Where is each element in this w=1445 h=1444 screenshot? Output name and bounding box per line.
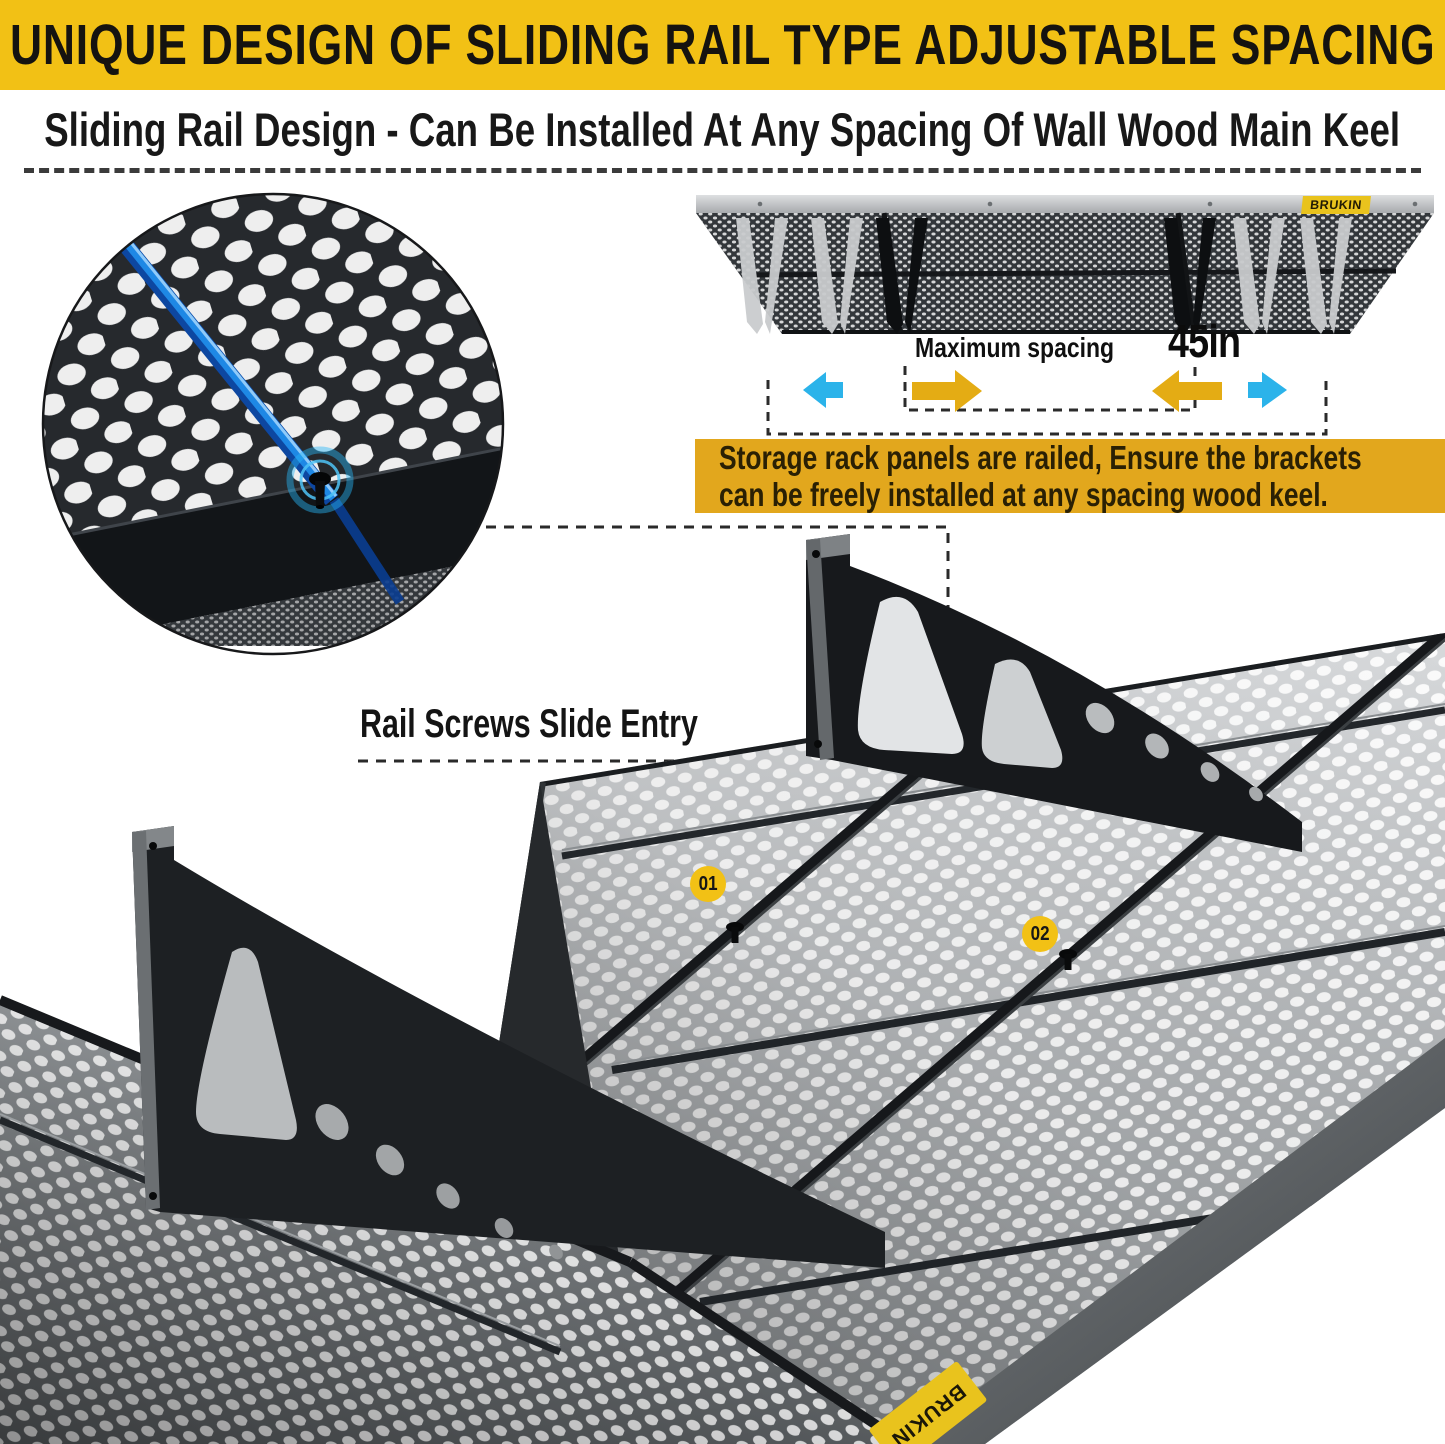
dashed-separator bbox=[24, 168, 1421, 173]
rail-screw-2 bbox=[1059, 949, 1077, 970]
step-badge-02: 02 bbox=[1022, 916, 1058, 952]
top-banner: UNIQUE DESIGN OF SLIDING RAIL TYPE ADJUS… bbox=[0, 0, 1445, 90]
photo-bracket-ghosts bbox=[736, 218, 1352, 334]
brand-badge-text: BRUKIN bbox=[1309, 198, 1363, 212]
inset-rail-beam bbox=[43, 448, 503, 648]
rail-screws-label: Rail Screws Slide Entry bbox=[360, 702, 698, 746]
inset-rail-screw bbox=[286, 446, 354, 514]
brand-badge: BRUKIN bbox=[1301, 196, 1371, 214]
inset-blue-slide-rail bbox=[113, 232, 405, 605]
mounted-shelf-photo bbox=[696, 195, 1434, 436]
max-spacing-label: Maximum spacing bbox=[915, 332, 1115, 363]
max-spacing-value: 45in bbox=[1167, 315, 1241, 367]
max-spacing-callout: Maximum spacing 45in bbox=[915, 314, 1256, 368]
rail-screw-1 bbox=[726, 922, 744, 943]
spacing-measure-lines bbox=[766, 366, 1328, 436]
shelf-end-edge-band bbox=[905, 1038, 1445, 1444]
subtitle-row: Sliding Rail Design - Can Be Installed A… bbox=[0, 94, 1445, 164]
step-badge-02-text: 02 bbox=[1030, 922, 1050, 945]
rail-screws-callout: Rail Screws Slide Entry bbox=[360, 702, 805, 747]
info-box: Storage rack panels are railed, Ensure t… bbox=[695, 439, 1445, 513]
step-badge-01-text: 01 bbox=[698, 872, 718, 895]
arrow-left-blue-icon bbox=[803, 372, 843, 408]
photo-bracket-solid bbox=[876, 218, 1216, 334]
spacing-arrows bbox=[803, 370, 1287, 412]
step-badge-01: 01 bbox=[690, 866, 726, 902]
info-box-line2: can be freely installed at any spacing w… bbox=[719, 476, 1328, 513]
info-box-line1: Storage rack panels are railed, Ensure t… bbox=[719, 439, 1362, 476]
arrow-left-gold-icon bbox=[1152, 370, 1222, 412]
inset-circle-outline bbox=[41, 192, 505, 656]
detail-inset-circle bbox=[41, 192, 505, 656]
upper-shelf-bracket bbox=[806, 534, 1302, 852]
shelf-front-edge bbox=[696, 195, 1434, 213]
main-shelf-scene bbox=[0, 534, 1445, 1444]
subtitle-text: Sliding Rail Design - Can Be Installed A… bbox=[44, 102, 1401, 156]
arrow-right-gold-icon bbox=[912, 370, 982, 412]
lower-shelf-bracket bbox=[132, 826, 885, 1268]
banner-title: UNIQUE DESIGN OF SLIDING RAIL TYPE ADJUS… bbox=[9, 13, 1436, 77]
arrow-right-blue-icon bbox=[1248, 372, 1287, 408]
